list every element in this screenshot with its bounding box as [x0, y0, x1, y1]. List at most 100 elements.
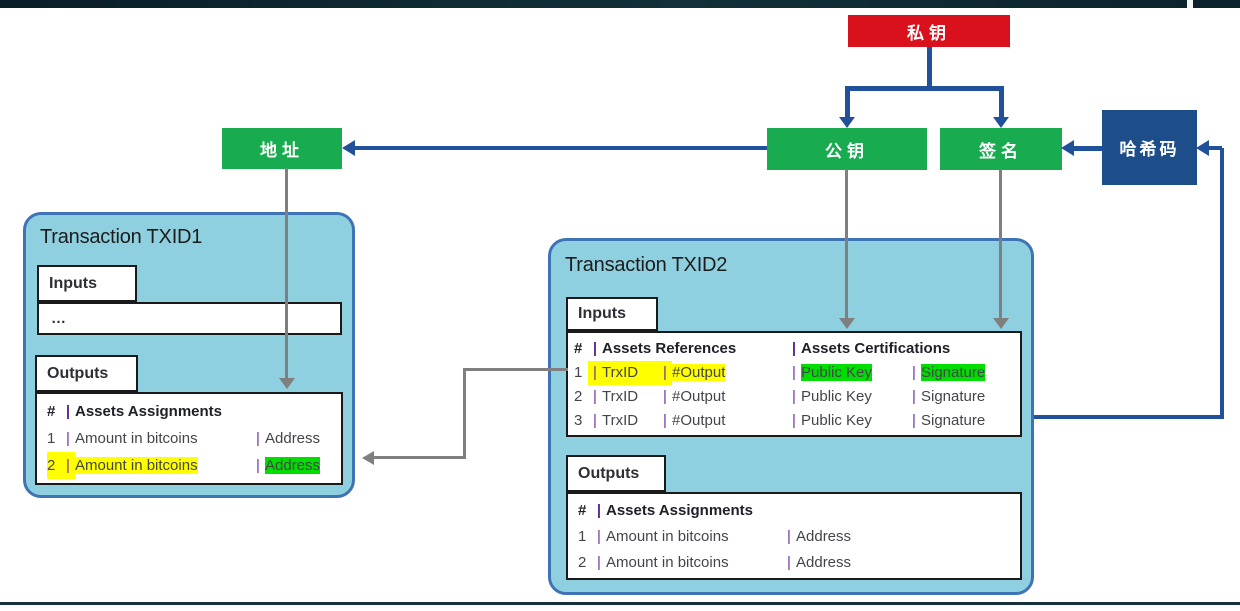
txid1-inputs-ellipsis: …: [51, 310, 68, 327]
row-num: 2: [574, 388, 583, 405]
signature-cell: Signature: [921, 388, 986, 405]
col-hash: #: [578, 502, 587, 519]
arrow-txid2-to-hash-top: [1208, 146, 1222, 150]
txid2-inputs-table: #|Assets References|Assets Certification…: [566, 331, 1022, 437]
txid1-title: Transaction TXID1: [40, 226, 203, 248]
pipe: |: [256, 457, 260, 474]
row-num: 2: [47, 452, 61, 479]
address-label: 地址: [260, 141, 304, 160]
pipe: |: [912, 364, 916, 381]
amount-cell: Amount in bitcoins: [75, 452, 251, 479]
pubkey-text-highlighted: Public Key: [801, 364, 872, 381]
row-num: 1: [574, 364, 583, 381]
output-text-highlighted: #Output: [672, 364, 726, 381]
bottom-divider-line: [0, 602, 1240, 605]
txid1-inputs-tab: Inputs: [37, 265, 137, 302]
pipe: |: [787, 554, 791, 571]
top-divider-bar: [0, 0, 1240, 8]
public-key-label: 公钥: [825, 141, 869, 161]
trxid-cell: TrxID: [602, 412, 639, 429]
output-cell: #Output: [672, 412, 726, 429]
link-into-txid1-horizontal: [374, 456, 466, 459]
pipe: |: [792, 388, 796, 405]
address-cell: Address: [796, 528, 852, 545]
pipe: |: [792, 364, 796, 381]
arrow-txid2-to-hash-bottom: [1034, 415, 1224, 419]
signature-label: 签名: [979, 141, 1023, 161]
pubkey-cell: Public Key: [801, 361, 907, 385]
pipe: |: [592, 340, 598, 357]
txid2-inputs-header: #|Assets References|Assets Certification…: [574, 337, 1020, 361]
txid2-output-row-1: 1 | Amount in bitcoins | Address: [578, 524, 1020, 550]
hash-code-label: 哈希码: [1119, 140, 1180, 159]
row-num: 1: [47, 430, 56, 447]
line-address-to-txid1: [285, 168, 288, 379]
arrow-txid2-to-hash-vertical: [1220, 148, 1224, 419]
col-assets-assignments: Assets Assignments: [75, 403, 222, 420]
arrowhead-hash-into-signature: [1061, 140, 1074, 156]
row-num: 2: [578, 554, 587, 571]
signature-cell: Signature: [921, 412, 986, 429]
pipe: |: [912, 388, 916, 405]
address-cell: Address: [796, 554, 852, 571]
amount-text: Amount in bitcoins: [75, 430, 198, 447]
amount-cell: Amount in bitcoins: [606, 528, 729, 545]
address-text-highlighted: Address: [265, 457, 321, 474]
link-txid2-row1-vertical: [463, 368, 466, 459]
pipe: |: [787, 528, 791, 545]
amount-cell: Amount in bitcoins: [606, 554, 729, 571]
pipe: |: [66, 430, 70, 447]
txid2-outputs-table: # | Assets Assignments 1 | Amount in bitcoin…: [566, 492, 1022, 580]
col-assets-assignments: Assets Assignments: [606, 502, 753, 519]
txid2-outputs-label: Outputs: [578, 464, 640, 482]
txid1-inputs-label: Inputs: [49, 274, 97, 292]
trxid-cell: TrxID: [602, 388, 639, 405]
arrowhead-into-address: [342, 140, 355, 156]
txid2-inputs-label: Inputs: [578, 305, 626, 322]
row-num: 1: [578, 528, 587, 545]
pipe: |: [588, 361, 602, 385]
private-key-node: 私钥: [848, 15, 1010, 47]
pipe: |: [593, 412, 597, 429]
txid1-outputs-table: #|Assets Assignments 1|Amount in bitcoin…: [35, 392, 343, 485]
pipe: |: [663, 412, 667, 429]
txid2-output-row-2: 2 | Amount in bitcoins | Address: [578, 550, 1020, 576]
pipe: |: [597, 528, 601, 545]
arrow-pubkey-to-address-line: [354, 146, 767, 150]
pipe: |: [792, 412, 796, 429]
txid1-outputs-tab: Outputs: [35, 355, 138, 392]
col-assets-certifications: Assets Certifications: [801, 340, 951, 357]
pipe: |: [791, 340, 797, 357]
arrowhead-into-signature: [993, 117, 1009, 128]
arrowhead-into-public-key: [839, 117, 855, 128]
pipe: |: [593, 388, 597, 405]
pipe: |: [61, 452, 75, 479]
output-cell: #Output: [672, 361, 787, 385]
col-hash: #: [47, 403, 56, 420]
pipe: |: [597, 554, 601, 571]
pipe: |: [663, 388, 667, 405]
row-num: 3: [574, 412, 583, 429]
line-signature-to-txid2: [999, 169, 1002, 319]
top-bar-notch: [1187, 0, 1193, 8]
pubkey-cell: Public Key: [801, 412, 872, 429]
arrow-privkey-stem: [927, 47, 932, 89]
private-key-label: 私钥: [907, 23, 951, 43]
pipe: |: [65, 403, 71, 420]
hash-code-node: 哈希码: [1102, 110, 1197, 185]
txid2-input-row-2: 2|TrxID|#Output|Public Key|Signature: [574, 385, 1020, 409]
address-cell: Address: [265, 452, 321, 479]
address-text: Address: [265, 430, 321, 447]
trxid-cell-highlighted: TrxID: [602, 361, 658, 385]
public-key-node: 公钥: [767, 128, 927, 170]
arrowhead-into-hash-code: [1196, 140, 1209, 156]
arrowhead-into-txid1-outputs: [279, 378, 295, 389]
amount-text-highlighted: Amount in bitcoins: [75, 457, 198, 474]
arrowhead-into-txid2-publickey: [839, 318, 855, 329]
txid1-outputs-label: Outputs: [47, 364, 109, 382]
signature-text-highlighted: Signature: [921, 364, 986, 381]
address-node: 地址: [222, 128, 342, 169]
pipe: |: [256, 430, 260, 447]
pubkey-cell: Public Key: [801, 388, 872, 405]
txid1-output-row-2: 2|Amount in bitcoins|Address: [47, 452, 341, 479]
